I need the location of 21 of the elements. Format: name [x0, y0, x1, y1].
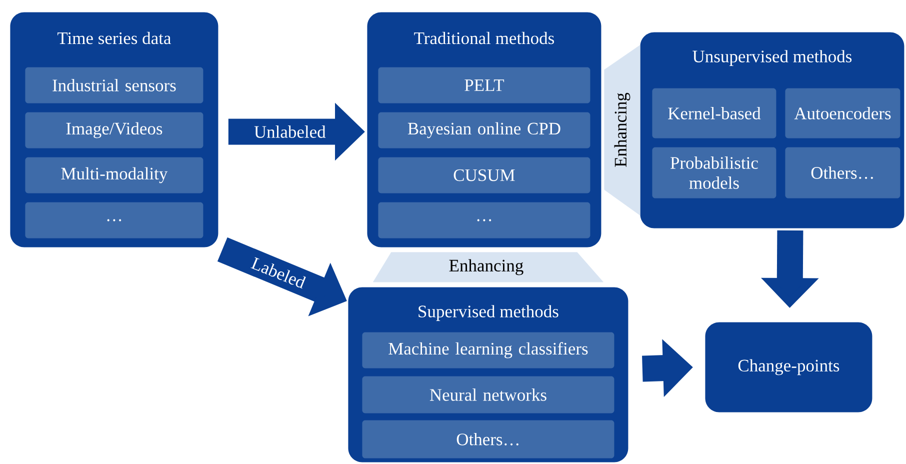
trapezoid-band [373, 252, 604, 282]
list-item: Industrial sensors [25, 67, 204, 104]
list-item: Neural networks [362, 376, 614, 414]
list-item: Machine learning classifiers [362, 332, 614, 368]
list-item: Probabilistic models [652, 147, 776, 198]
trapezoid-band [604, 45, 640, 216]
list-item: PELT [378, 67, 590, 104]
list-item: … [378, 202, 590, 238]
list-item: Others… [362, 420, 614, 458]
list-item: CUSUM [378, 157, 590, 194]
list-item: … [25, 202, 204, 238]
edge-label: Enhancing [614, 92, 630, 167]
list-item: Image/Videos [25, 112, 204, 148]
edge-label: Enhancing [449, 259, 524, 276]
list-item: Bayesian online CPD [378, 112, 590, 148]
list-item: Kernel-based [652, 88, 776, 138]
result-box: Change-points [705, 322, 872, 412]
list-item: Multi-modality [25, 157, 204, 194]
list-item: Others… [785, 147, 900, 198]
list-item: Autoencoders [785, 88, 900, 138]
edge-label: Unlabeled [254, 126, 326, 138]
